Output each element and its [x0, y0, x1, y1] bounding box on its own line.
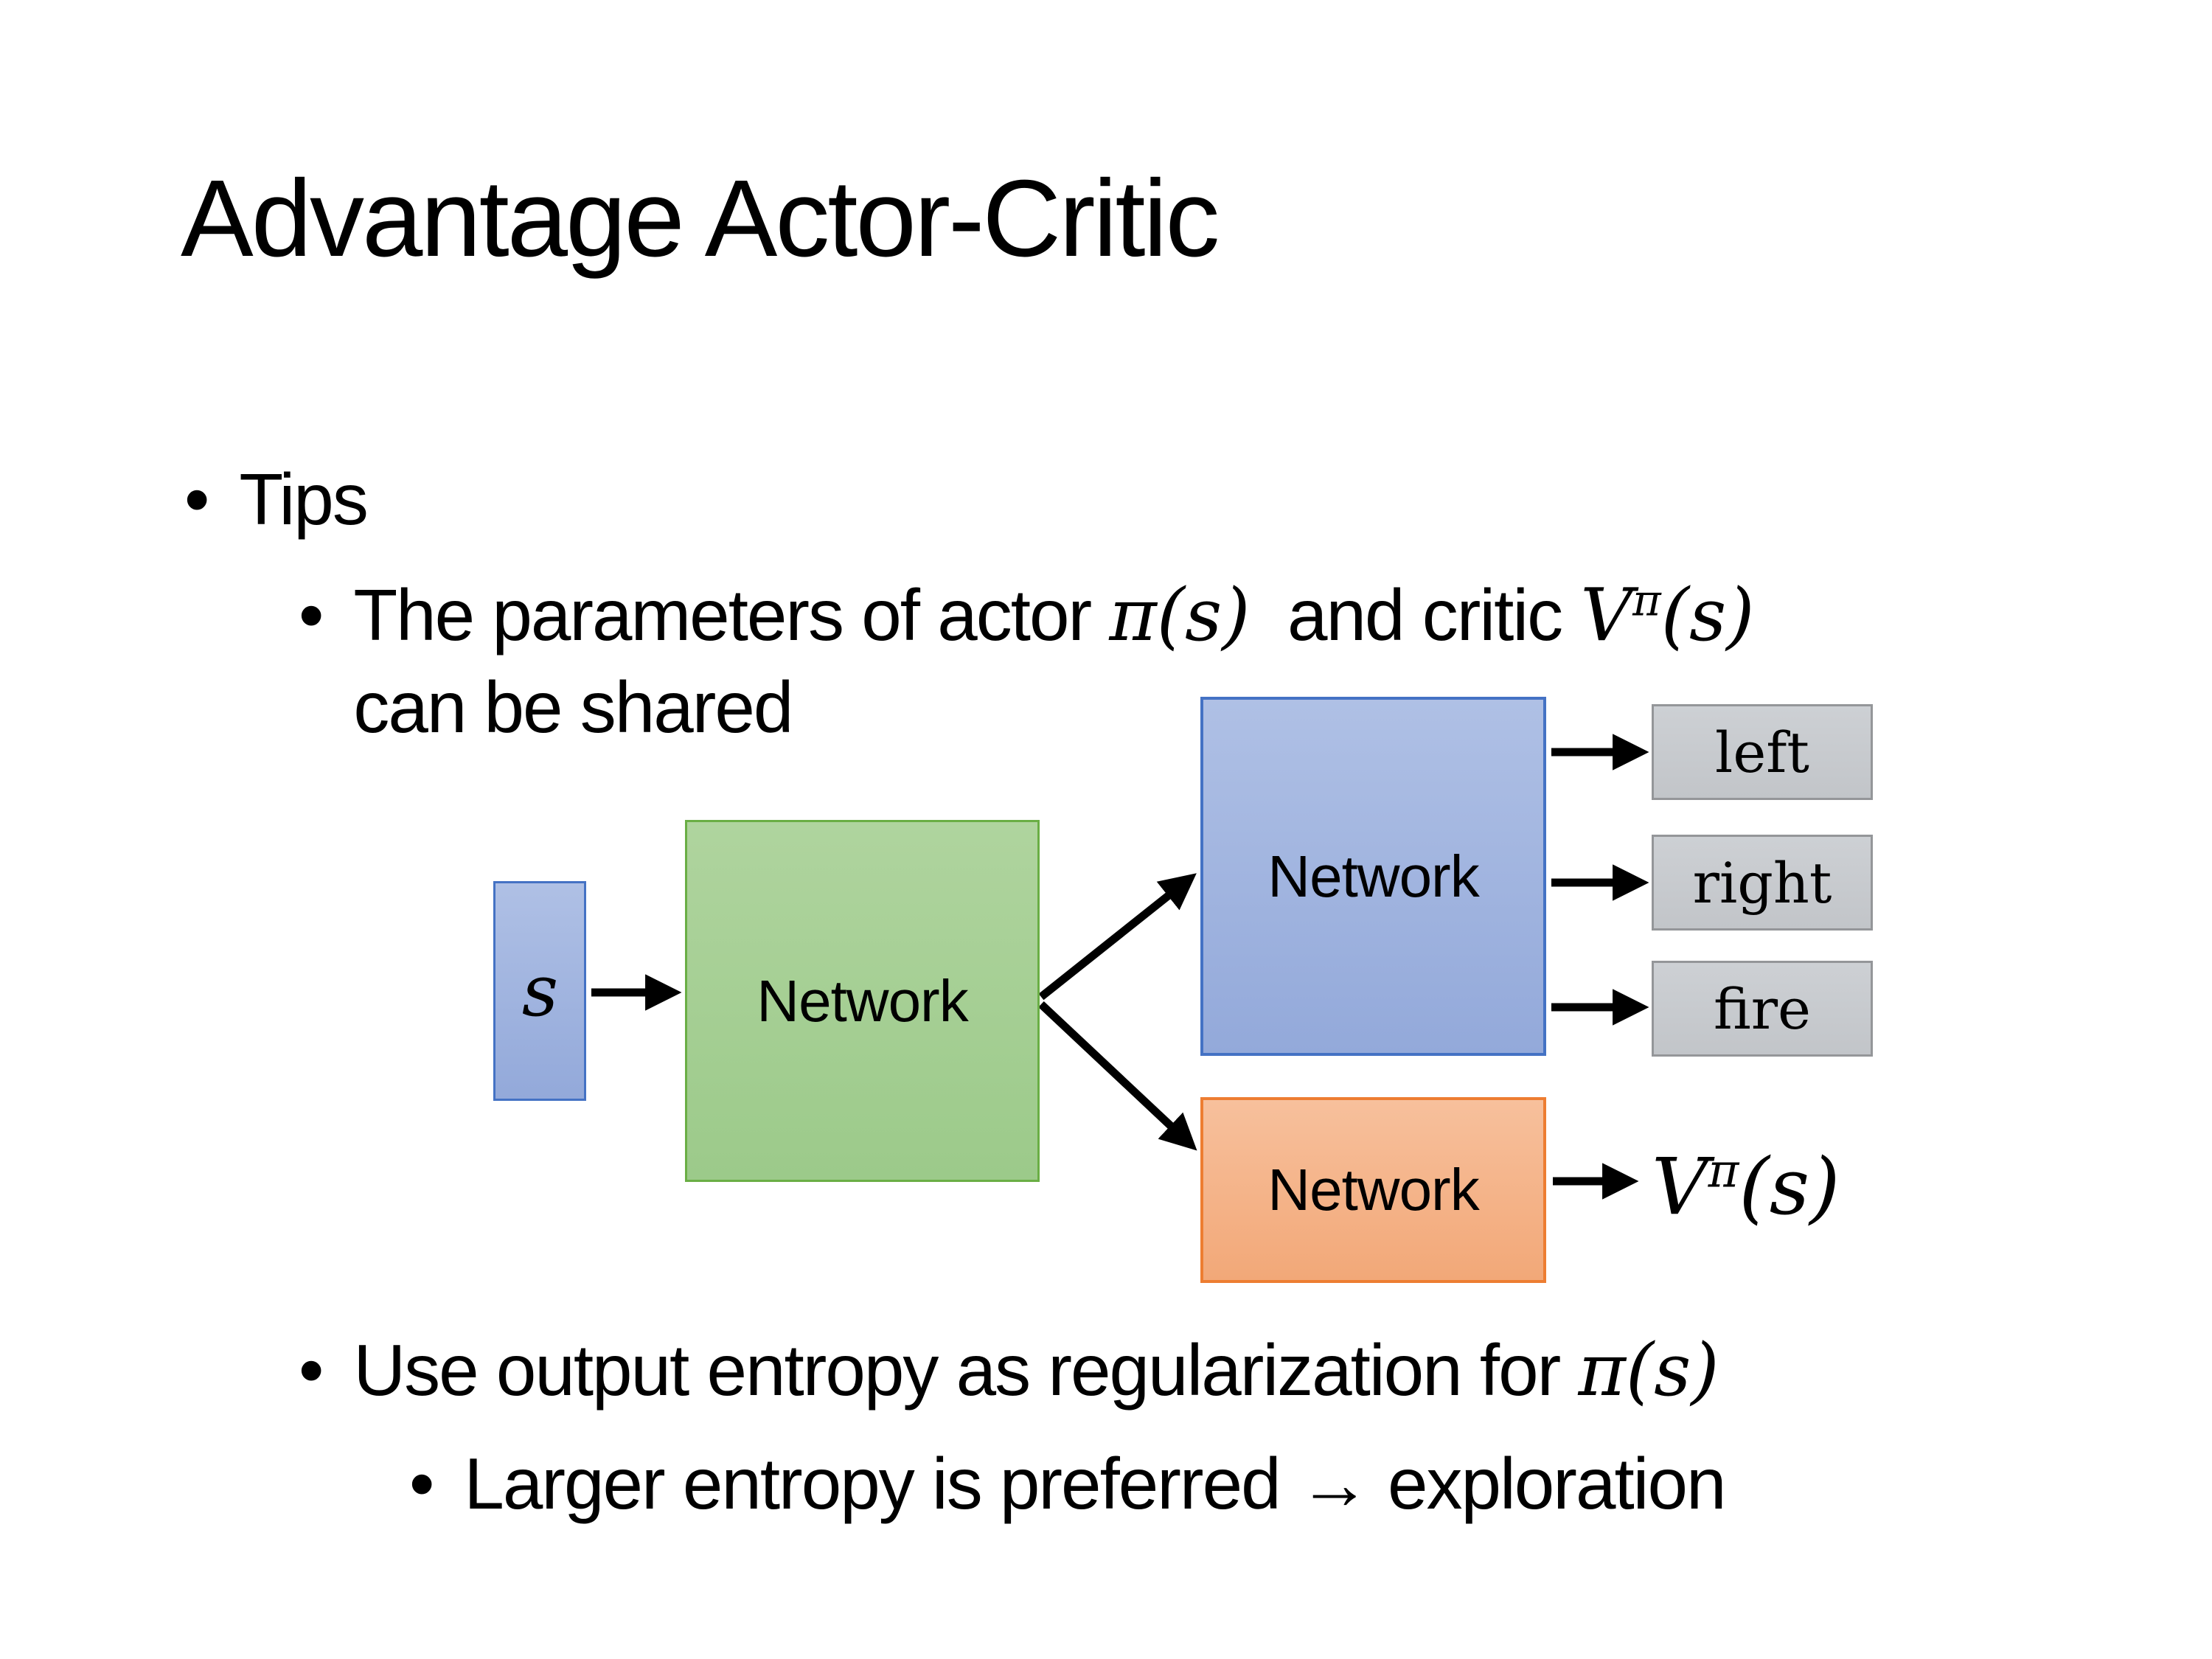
entropy-prefix: Use output entropy as regularization for [353, 1329, 1579, 1411]
action-box-right: right [1652, 835, 1873, 931]
parameters-text: The parameters of actor π(s) and critic … [353, 569, 1754, 753]
parameters-line2: can be shared [353, 667, 793, 748]
bullet-line-parameters: • The parameters of actor π(s) and criti… [299, 569, 1755, 753]
action-label-right: right [1692, 849, 1832, 916]
entropy-policy-math: π(s) [1578, 1329, 1719, 1413]
bullet-marker: • [184, 459, 209, 540]
critic-value-args: (s) [1660, 574, 1755, 658]
parameters-prefix: The parameters of actor [353, 574, 1110, 655]
bullet-marker: • [299, 574, 324, 655]
critic-network-label: Network [1267, 1157, 1479, 1222]
bullet-line-tips: • Tips [184, 453, 369, 545]
value-sup: π [1708, 1143, 1739, 1198]
action-label-fire: fire [1714, 975, 1811, 1042]
actor-network-box: Network [1200, 697, 1546, 1056]
action-box-fire: fire [1652, 961, 1873, 1057]
value-output-label: Vπ(s) [1652, 1141, 1840, 1232]
state-input-box: s [493, 881, 586, 1101]
bullet-marker: • [409, 1443, 434, 1524]
bullet-line-entropy: • Use output entropy as regularization f… [299, 1324, 1719, 1416]
bullet-marker: • [299, 1329, 324, 1411]
critic-value-base: V [1580, 574, 1633, 658]
arrow-shared-to-critic [1038, 1001, 1197, 1151]
arrow-shared-to-actor [1038, 873, 1197, 1001]
state-label: s [521, 950, 558, 1032]
critic-value-sup: π [1632, 574, 1661, 626]
actor-network-label: Network [1267, 843, 1479, 909]
bullet-line-exploration: • Larger entropy is preferred → explorat… [409, 1438, 1726, 1529]
value-args: (s) [1739, 1141, 1840, 1232]
action-box-left: left [1652, 704, 1873, 800]
shared-network-label: Network [757, 967, 968, 1034]
tips-text: Tips [239, 459, 369, 540]
entropy-text: Use output entropy as regularization for… [353, 1324, 1719, 1416]
page-title: Advantage Actor-Critic [181, 158, 1220, 279]
exploration-text: Larger entropy is preferred → exploratio… [464, 1443, 1726, 1524]
shared-network-box: Network [685, 820, 1040, 1182]
value-base: V [1652, 1141, 1708, 1232]
parameters-mid: and critic [1250, 574, 1581, 655]
critic-network-box: Network [1200, 1097, 1546, 1283]
actor-policy-math: π(s) [1109, 574, 1251, 658]
action-label-left: left [1715, 719, 1809, 785]
